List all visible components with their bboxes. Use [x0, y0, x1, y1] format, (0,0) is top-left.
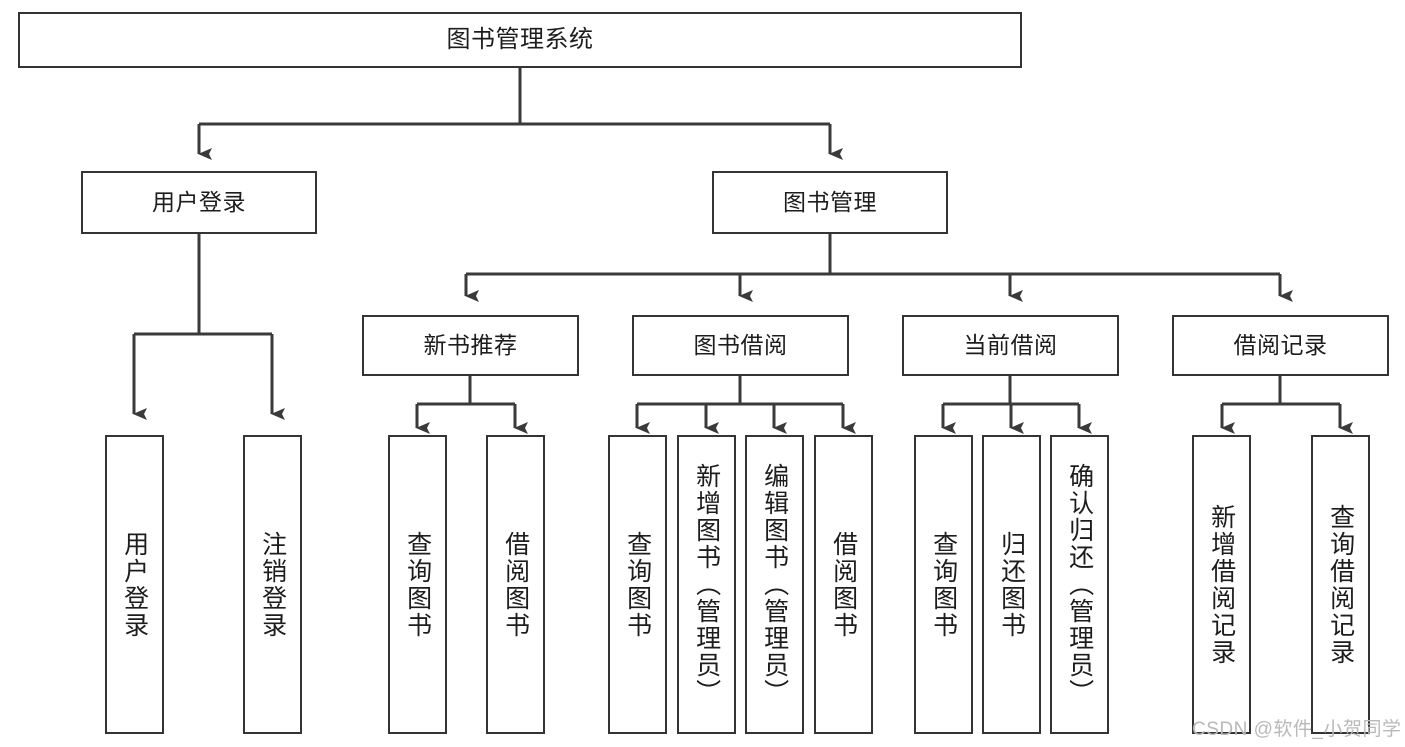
node-book-borrow-label: 图书借阅 [693, 331, 788, 358]
node-leaf-borrow-book-label: 借阅图书 [829, 530, 858, 639]
node-leaf-query-book-borrow-label: 查询图书 [623, 530, 652, 639]
node-leaf-edit-book-admin-label: 编辑图书（管理员） [760, 463, 789, 706]
node-leaf-borrow-book-recommend[interactable]: 借阅图书 [486, 435, 545, 734]
node-new-book-recommend[interactable]: 新书推荐 [362, 315, 579, 376]
node-current-borrow[interactable]: 当前借阅 [902, 315, 1119, 376]
node-book-borrow[interactable]: 图书借阅 [632, 315, 849, 376]
node-leaf-query-book-current[interactable]: 查询图书 [914, 435, 973, 734]
node-root[interactable]: 图书管理系统 [18, 12, 1022, 68]
node-leaf-query-borrow-record[interactable]: 查询借阅记录 [1311, 435, 1370, 734]
node-leaf-query-book-recommend-label: 查询图书 [403, 530, 432, 639]
node-current-borrow-label: 当前借阅 [963, 331, 1058, 358]
node-leaf-query-book-borrow[interactable]: 查询图书 [608, 435, 667, 734]
node-leaf-edit-book-admin[interactable]: 编辑图书（管理员） [745, 435, 804, 734]
node-borrow-record-label: 借阅记录 [1233, 331, 1328, 358]
node-leaf-add-borrow-record[interactable]: 新增借阅记录 [1192, 435, 1251, 734]
node-book-management-label: 图书管理 [783, 188, 877, 215]
node-book-management[interactable]: 图书管理 [712, 171, 948, 234]
node-leaf-user-login[interactable]: 用户登录 [105, 435, 164, 734]
node-leaf-return-book-label: 归还图书 [997, 530, 1026, 639]
node-leaf-logout-label: 注销登录 [258, 530, 287, 639]
node-leaf-borrow-book-recommend-label: 借阅图书 [501, 530, 530, 639]
node-leaf-query-book-current-label: 查询图书 [929, 530, 958, 639]
node-leaf-confirm-return-admin-label: 确认归还（管理员） [1065, 463, 1094, 706]
node-leaf-add-book-admin-label: 新增图书（管理员） [692, 463, 721, 706]
node-leaf-user-login-label: 用户登录 [120, 530, 149, 639]
node-borrow-record[interactable]: 借阅记录 [1172, 315, 1389, 376]
node-user-login[interactable]: 用户登录 [81, 171, 317, 234]
node-new-book-recommend-label: 新书推荐 [423, 331, 518, 358]
node-user-login-label: 用户登录 [152, 188, 246, 215]
node-leaf-return-book[interactable]: 归还图书 [982, 435, 1041, 734]
node-leaf-add-book-admin[interactable]: 新增图书（管理员） [677, 435, 736, 734]
node-leaf-add-borrow-record-label: 新增借阅记录 [1207, 503, 1236, 666]
node-leaf-confirm-return-admin[interactable]: 确认归还（管理员） [1050, 435, 1109, 734]
node-leaf-query-book-recommend[interactable]: 查询图书 [388, 435, 447, 734]
node-root-label: 图书管理系统 [446, 25, 594, 53]
watermark: CSDN @软件_小贺同学 [1192, 719, 1402, 740]
node-leaf-query-borrow-record-label: 查询借阅记录 [1326, 503, 1355, 666]
node-leaf-borrow-book[interactable]: 借阅图书 [814, 435, 873, 734]
node-leaf-logout[interactable]: 注销登录 [243, 435, 302, 734]
